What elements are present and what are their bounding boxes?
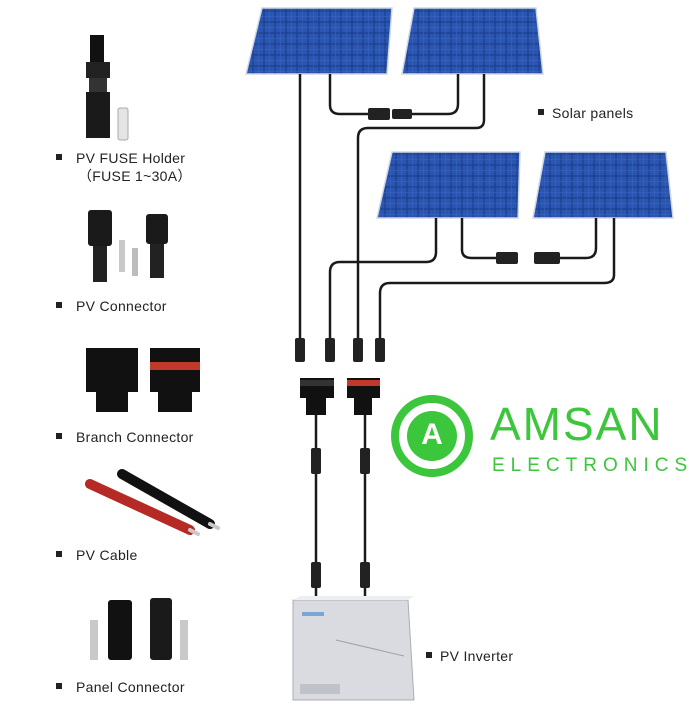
bullet-icon	[56, 683, 62, 690]
pv-inverter	[292, 596, 415, 701]
brand-tagline: ELECTRONICS	[492, 455, 694, 476]
brand-name: AMSAN	[490, 398, 664, 450]
pv-connector-image	[88, 210, 168, 282]
branch-connector-image	[86, 348, 200, 412]
mc4-connectors	[295, 338, 385, 588]
label-panel-connector: Panel Connector	[56, 679, 185, 695]
solar-panel-2	[401, 7, 544, 75]
solar-panel-4	[532, 151, 674, 219]
bullet-icon	[56, 154, 62, 161]
label-branch-connector: Branch Connector	[56, 429, 194, 445]
bullet-icon	[56, 433, 62, 440]
bullet-icon	[426, 652, 432, 659]
brand-mark-letter: A	[421, 418, 443, 451]
label-fuse-holder: PV FUSE Holder （FUSE 1~30A）	[56, 150, 192, 186]
pv-cable-image	[85, 469, 220, 536]
bullet-icon	[56, 302, 62, 309]
label-pv-cable: PV Cable	[56, 547, 138, 563]
pv-cables	[298, 74, 616, 610]
branch-connectors	[300, 378, 380, 415]
pv-connector-label: PV Connector	[76, 298, 167, 314]
solar-panels-label: Solar panels	[552, 105, 634, 121]
panel-connector-image	[90, 598, 188, 660]
panel-connector-label: Panel Connector	[76, 679, 185, 695]
label-pv-inverter: PV Inverter	[426, 648, 513, 664]
pv-inverter-label: PV Inverter	[440, 648, 514, 664]
bullet-icon	[56, 551, 62, 558]
label-pv-connector: PV Connector	[56, 298, 167, 314]
label-solar-panels: Solar panels	[538, 105, 633, 121]
brand-logo-mark	[391, 395, 473, 477]
fuse-rating-label: （FUSE 1~30A）	[78, 168, 192, 184]
bullet-icon	[538, 109, 544, 116]
fuse-holder-label: PV FUSE Holder	[76, 150, 186, 166]
fuse-holder-image	[86, 35, 129, 141]
solar-panel-3	[376, 151, 521, 219]
branch-connector-label: Branch Connector	[76, 429, 194, 445]
inline-connectors	[368, 108, 560, 264]
solar-panel-1	[245, 7, 393, 75]
pv-cable-label: PV Cable	[76, 547, 138, 563]
